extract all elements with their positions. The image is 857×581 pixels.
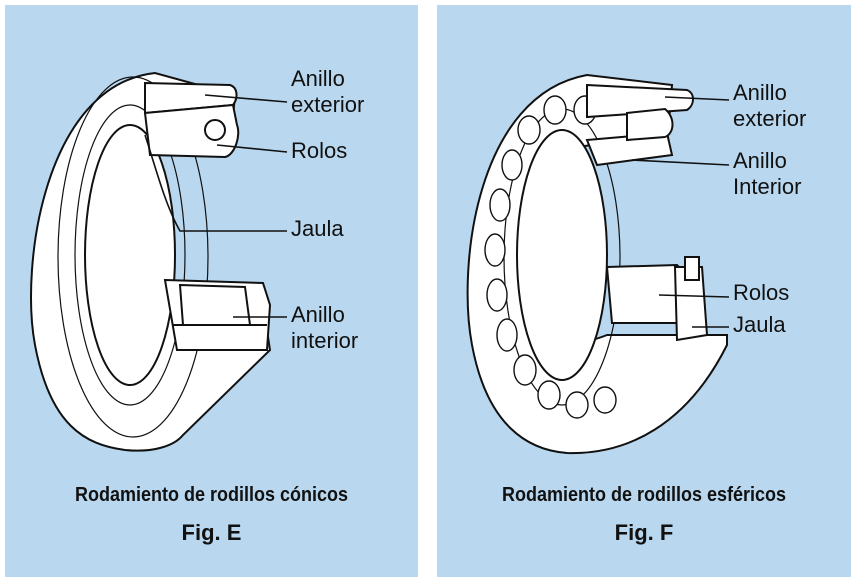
roller: [543, 95, 567, 125]
roller: [501, 149, 523, 181]
figure-e-label: Fig. E: [181, 520, 242, 545]
roller: [565, 391, 589, 419]
roller: [484, 233, 506, 267]
label-anillo-exterior-line2: exterior: [733, 106, 807, 131]
roller: [496, 318, 518, 352]
roller: [513, 354, 537, 386]
roller-section-top: [143, 103, 240, 159]
roller-set: [484, 95, 617, 419]
label-rolos: Rolos: [733, 280, 790, 305]
roller-bottom: [178, 283, 252, 326]
tapered-roller-bearing-drawing: [30, 71, 288, 452]
roller: [489, 188, 511, 222]
leader-jaula: [144, 134, 287, 232]
outer-race-groove: [57, 76, 209, 438]
inner-race-groove: [74, 104, 186, 406]
figure-e-panel: Anillo exterior Rolos Jaula Anillo inter…: [5, 5, 418, 577]
figure-f-label: Fig. F: [614, 520, 674, 545]
roller: [537, 380, 561, 410]
figure-f-panel: Anillo exterior Anillo Interior Rolos Ja…: [437, 5, 851, 577]
label-anillo-interior-line1: Anillo: [291, 302, 345, 327]
leader-anillo-interior: [631, 159, 730, 166]
roller: [517, 115, 541, 145]
leader-anillo-exterior: [664, 96, 730, 101]
roller: [486, 278, 508, 312]
label-anillo-interior-line2: interior: [291, 328, 359, 353]
roller: [593, 386, 617, 414]
roller-end-top: [204, 119, 226, 141]
label-anillo-interior-line1: Anillo: [733, 148, 787, 173]
label-anillo-interior-line2: Interior: [733, 174, 802, 199]
figure-e-caption: Rodamiento de rodillos cónicos: [74, 484, 349, 506]
leader-rolos: [216, 144, 288, 153]
figure-f-caption: Rodamiento de rodillos esféricos: [501, 484, 787, 506]
roller-section-bottom: [605, 263, 687, 324]
label-jaula: Jaula: [733, 312, 786, 337]
label-jaula: Jaula: [291, 216, 344, 241]
label-anillo-exterior-line2: exterior: [291, 92, 365, 117]
leader-rolos: [658, 294, 730, 298]
roller-section-top: [626, 107, 674, 142]
cage-tab: [684, 256, 700, 281]
label-anillo-exterior-line1: Anillo: [733, 80, 787, 105]
inner-bore: [516, 129, 608, 381]
inner-bore: [84, 124, 176, 386]
label-rolos: Rolos: [291, 138, 348, 163]
label-anillo-exterior-line1: Anillo: [291, 66, 345, 91]
spherical-roller-bearing-drawing: [466, 73, 730, 455]
leader-anillo-exterior: [204, 94, 288, 103]
